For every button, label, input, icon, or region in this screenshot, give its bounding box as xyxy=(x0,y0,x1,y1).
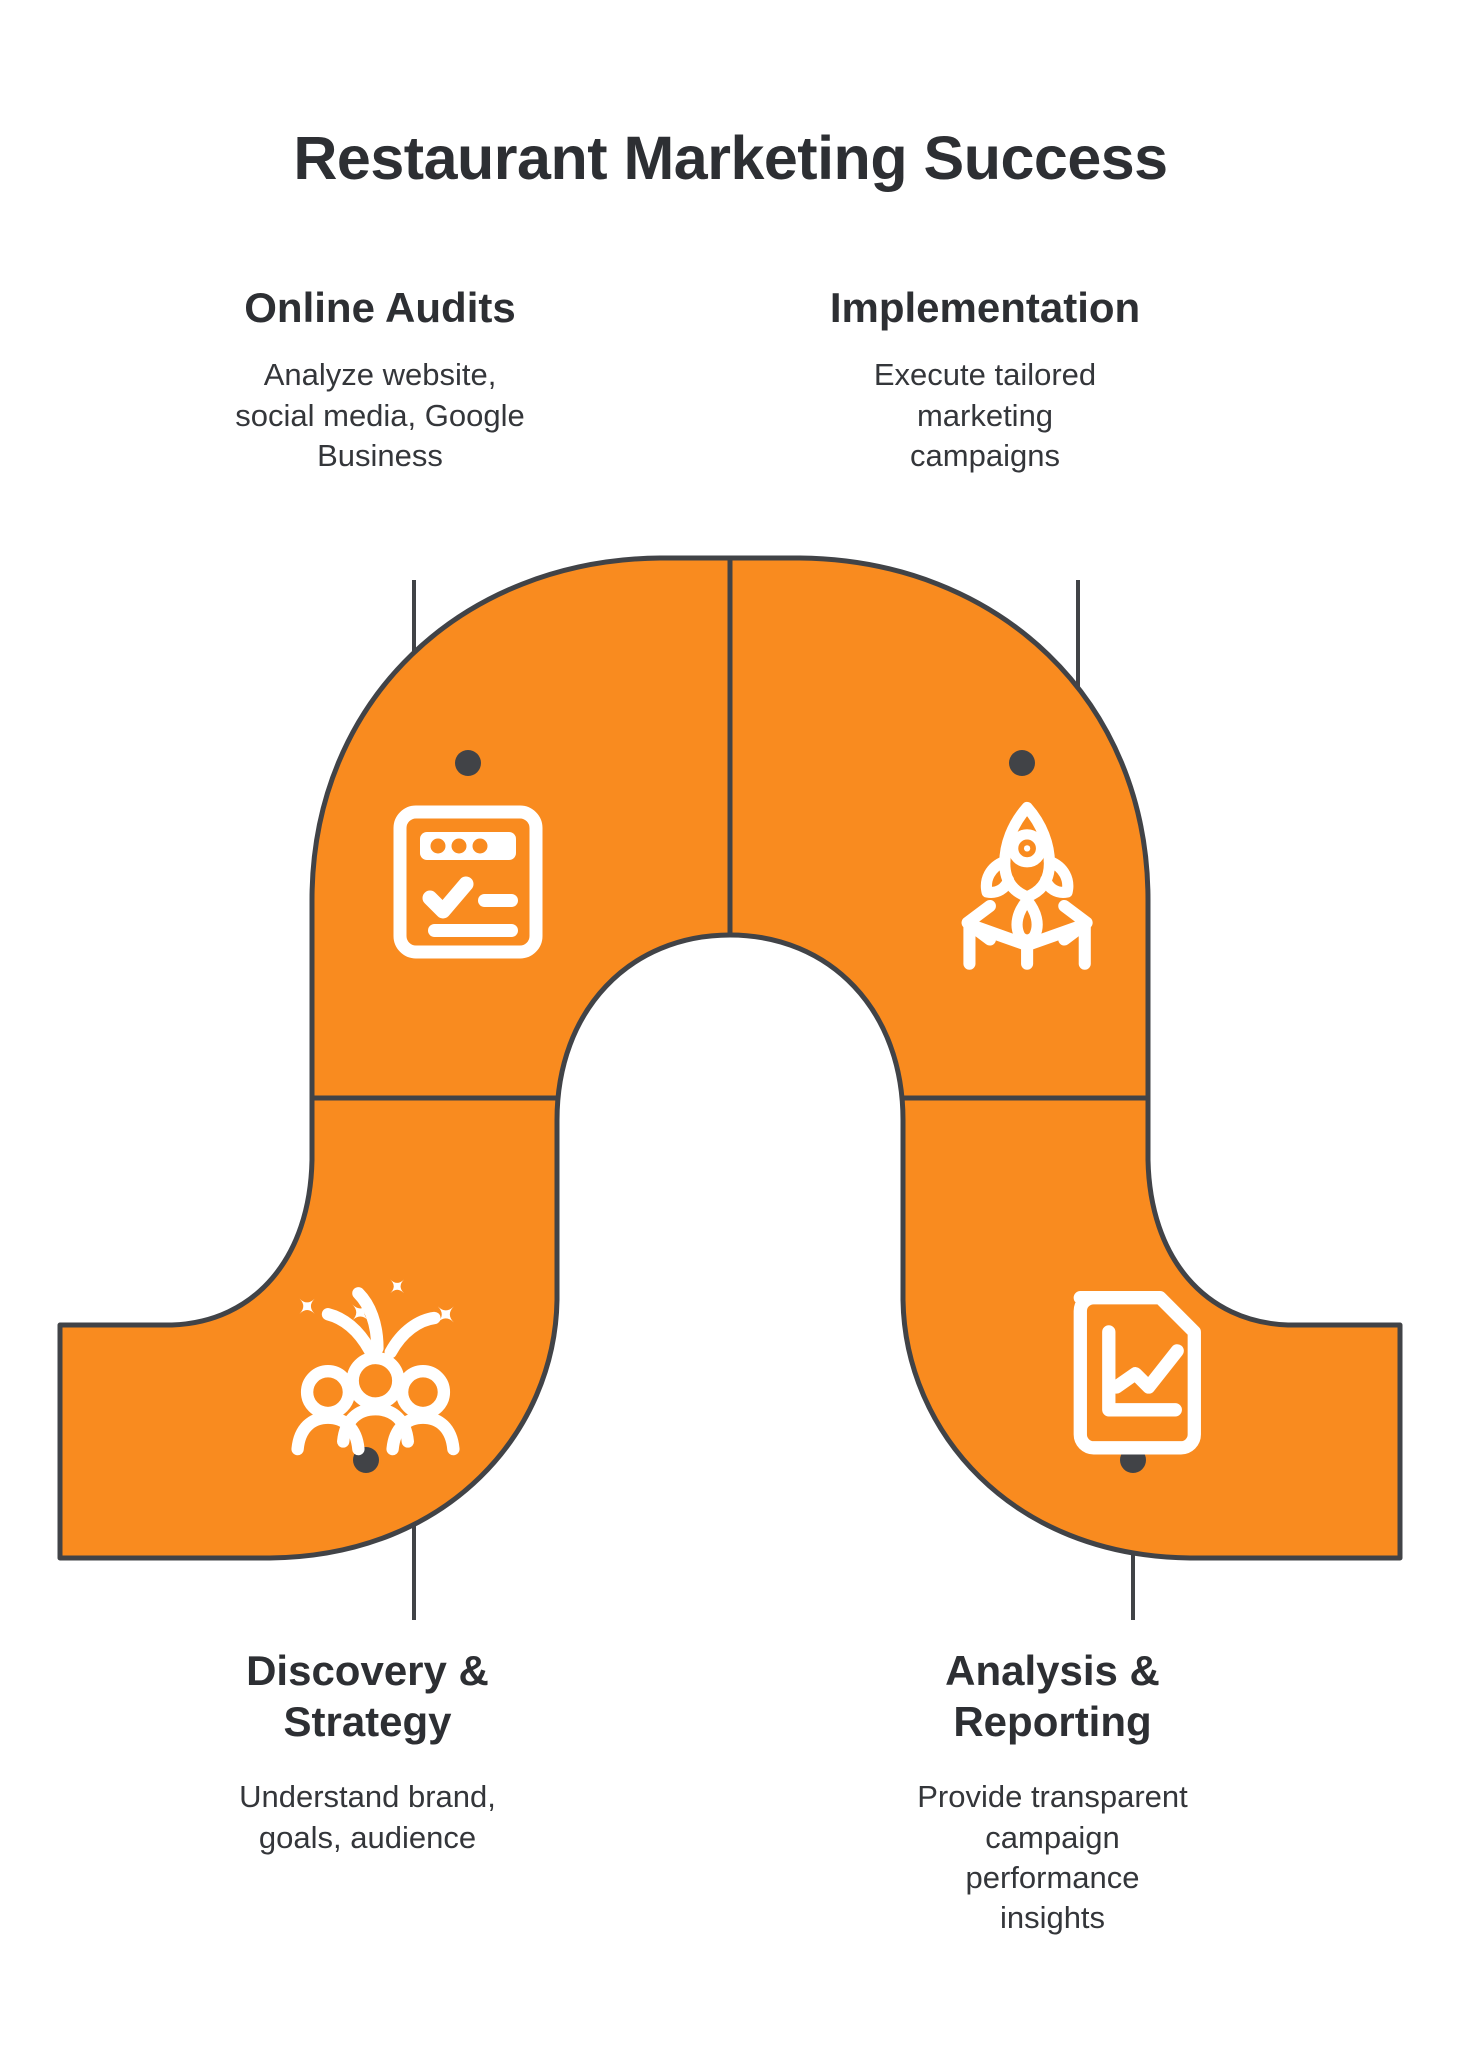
arch-shape-refined xyxy=(57,555,1403,1561)
page-title: Restaurant Marketing Success xyxy=(293,124,1168,192)
dot-implementation xyxy=(1009,750,1035,776)
segment-heading-implementation: Implementation xyxy=(829,284,1141,331)
dot-online-audits xyxy=(455,750,481,776)
segment-label-analysis-reporting: Analysis & Reporting Provide transparent… xyxy=(800,1645,1305,1939)
segment-body-online-audits: Analyze website, social media, Google Bu… xyxy=(235,357,525,473)
segment-body-implementation: Execute tailored marketing campaigns xyxy=(873,357,1097,473)
segment-heading-analysis-reporting: Analysis & Reporting xyxy=(945,1647,1160,1746)
segment-label-online-audits: Online Audits Analyze website, social me… xyxy=(140,282,620,476)
segment-heading-discovery-strategy: Discovery & Strategy xyxy=(246,1647,489,1746)
segment-body-discovery-strategy: Understand brand, goals, audience xyxy=(239,1779,496,1855)
segment-label-discovery-strategy: Discovery & Strategy Understand brand, g… xyxy=(115,1645,620,1858)
segment-heading-online-audits: Online Audits xyxy=(244,284,516,331)
segment-body-analysis-reporting: Provide transparent campaign performance… xyxy=(917,1779,1188,1936)
segment-dividers xyxy=(312,558,1148,1101)
segment-label-implementation: Implementation Execute tailored marketin… xyxy=(745,282,1225,476)
